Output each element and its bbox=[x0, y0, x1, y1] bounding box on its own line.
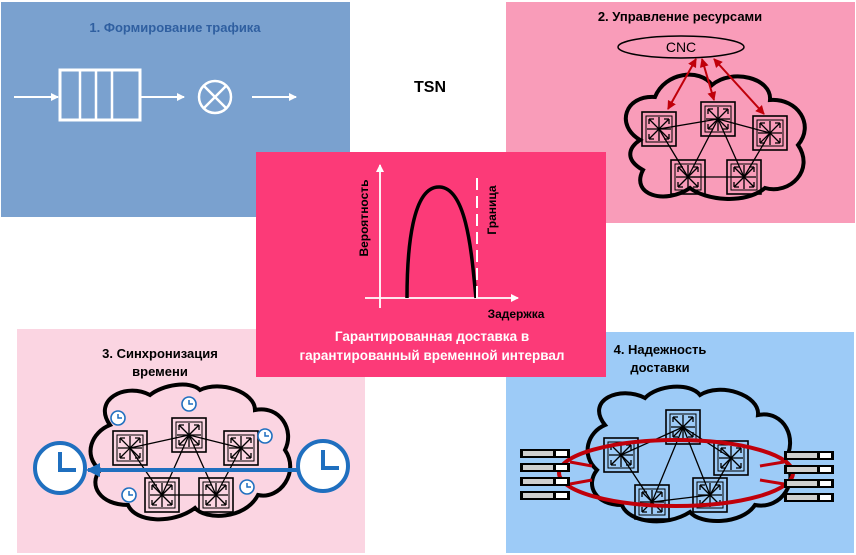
link-line bbox=[759, 478, 785, 486]
switch-icon bbox=[112, 430, 148, 466]
shaping-title: 1. Формирование трафика bbox=[89, 20, 261, 35]
guarantee-caption-line1: Гарантированная доставка в bbox=[334, 329, 530, 344]
clock-icon bbox=[110, 410, 126, 426]
delay-curve bbox=[405, 185, 478, 299]
reliability-title-line2: доставки bbox=[630, 360, 690, 375]
reliability-diagram bbox=[520, 384, 834, 524]
tsn-title: TSN bbox=[414, 79, 446, 96]
cnc-ellipse bbox=[617, 35, 745, 59]
sync-title-line1: 3. Синхронизация bbox=[102, 346, 218, 361]
sync-diagram bbox=[33, 382, 350, 522]
switch-icon bbox=[144, 477, 180, 513]
switch-icon bbox=[670, 159, 706, 195]
queue-icon bbox=[58, 68, 142, 122]
control-arrow bbox=[667, 58, 697, 110]
switch-icon bbox=[198, 477, 234, 513]
clock-icon bbox=[181, 396, 197, 412]
clock-icon bbox=[121, 487, 137, 503]
sync-title: 3. Синхронизация времени bbox=[40, 345, 280, 381]
switch-icon bbox=[171, 417, 207, 453]
reliability-title: 4. Надежность доставки bbox=[560, 341, 760, 377]
control-arrow bbox=[713, 58, 765, 115]
sync-title-line2: времени bbox=[132, 364, 188, 379]
reliability-title-line1: 4. Надежность bbox=[613, 342, 707, 357]
server-stack-icon bbox=[520, 449, 570, 500]
guarantee-caption-line2: гарантированный временной интервал bbox=[299, 348, 565, 363]
clock-icon bbox=[257, 428, 273, 444]
switch-icon bbox=[641, 111, 677, 147]
clock-icon bbox=[33, 441, 87, 495]
cnc-label: CNC bbox=[666, 39, 696, 55]
control-arrow bbox=[699, 58, 717, 101]
bound-label: Граница bbox=[485, 185, 499, 234]
network-cloud bbox=[88, 382, 293, 522]
delay-distribution-plot: Вероятность Граница Задержка bbox=[357, 164, 545, 321]
x-axis-label: Задержка bbox=[488, 307, 545, 321]
clock-icon bbox=[239, 479, 255, 495]
network-cloud bbox=[623, 72, 807, 201]
switch-icon bbox=[634, 484, 670, 520]
link-line bbox=[759, 460, 785, 468]
shaping-diagram bbox=[14, 68, 297, 122]
resources-diagram: CNC bbox=[617, 35, 807, 201]
clock-icon bbox=[296, 439, 350, 493]
scheduler-gate-icon bbox=[197, 79, 233, 115]
resources-title: 2. Управление ресурсами bbox=[597, 9, 763, 24]
switch-icon bbox=[752, 115, 788, 151]
guarantee-caption: Гарантированная доставка в гарантированн… bbox=[262, 327, 602, 365]
switch-icon bbox=[223, 430, 259, 466]
y-axis-label: Вероятность bbox=[357, 179, 371, 256]
link-line bbox=[569, 460, 593, 468]
switch-icon bbox=[700, 101, 736, 137]
link-line bbox=[569, 478, 593, 486]
switch-icon bbox=[726, 159, 762, 195]
